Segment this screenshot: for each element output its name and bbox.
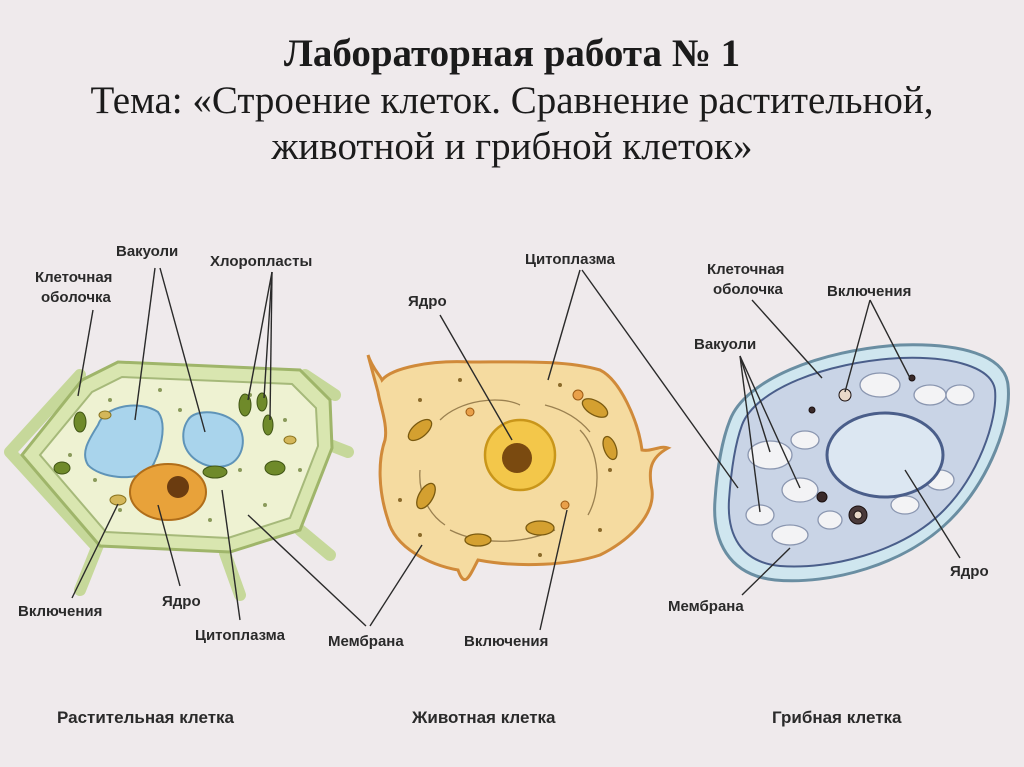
- label-plant-inclusions: Включения: [18, 603, 102, 620]
- title-topic-line1: Тема: «Строение клеток. Сравнение растит…: [90, 79, 934, 122]
- label-fungal-vacuoles: Вакуоли: [694, 336, 756, 353]
- fungal-nucleus: [825, 411, 945, 499]
- label-animal-inclusions: Включения: [464, 633, 548, 650]
- plant-nucleolus: [167, 476, 189, 498]
- lead-animal-membrane: [369, 544, 423, 627]
- lead-animal-nucleus: [439, 314, 513, 441]
- animal-nucleolus: [502, 443, 532, 473]
- plant-vacuole-right: [182, 411, 244, 468]
- animal-cell: [366, 354, 672, 582]
- label-fungal-wall-2: оболочка: [713, 281, 784, 298]
- title-main: Лабораторная работа № 1: [283, 32, 741, 75]
- lead-fungal-vacuole-1: [739, 355, 771, 453]
- label-animal-membrane: Мембрана: [328, 633, 404, 650]
- label-plant-wall-1: Клеточная: [35, 269, 112, 286]
- lead-animal-inclusions: [539, 509, 568, 631]
- plant-inclusions: [98, 410, 297, 506]
- plant-cytoplasm-granules: [68, 388, 302, 522]
- label-fungal-nucleus: Ядро: [950, 563, 989, 580]
- animal-mitochondria: [407, 398, 618, 547]
- lead-plant-wall: [77, 309, 94, 397]
- animal-inclusions: [465, 389, 584, 510]
- fungal-inclusions: [808, 374, 916, 525]
- fungal-vacuoles: [745, 372, 975, 546]
- lead-fungal-membrane: [741, 547, 791, 596]
- lead-fungal-inclusions-1: [844, 299, 871, 393]
- label-plant-wall-2: оболочка: [41, 289, 112, 306]
- title-topic-line2: животной и грибной клеток»: [271, 125, 753, 168]
- leader-lines: [71, 267, 961, 631]
- caption-plant-cell: Растительная клетка: [57, 708, 235, 727]
- caption-animal-cell: Животная клетка: [411, 708, 556, 727]
- label-animal-cytoplasm: Цитоплазма: [525, 251, 616, 268]
- title-block: Лабораторная работа № 1 Тема: «Строение …: [0, 30, 1024, 170]
- lead-plant-vacuole-1: [134, 267, 156, 421]
- lead-fungal-nucleus: [904, 469, 961, 559]
- label-fungal-inclusions: Включения: [827, 283, 911, 300]
- label-fungal-wall-1: Клеточная: [707, 261, 784, 278]
- lead-plant-nucleus: [157, 504, 181, 587]
- lead-fungal-wall: [751, 299, 823, 379]
- label-plant-vacuoles: Вакуоли: [116, 243, 178, 260]
- lead-plant-cytoplasm: [221, 489, 241, 621]
- lead-fungal-inclusions-2: [869, 299, 911, 379]
- label-plant-nucleus: Ядро: [162, 593, 201, 610]
- lead-plant-membrane: [247, 514, 367, 627]
- lead-plant-chloroplast-2: [263, 271, 273, 399]
- label-plant-cytoplasm: Цитоплазма: [195, 627, 286, 644]
- lead-animal-cytoplasm: [547, 269, 581, 381]
- lead-plant-vacuole-2: [159, 267, 206, 433]
- lead-plant-chloroplast-1: [247, 271, 273, 401]
- lead-fungal-vacuole-2: [739, 355, 801, 489]
- fungal-cell: [713, 343, 1010, 583]
- plant-nucleus: [129, 463, 207, 521]
- label-fungal-membrane: Мембрана: [668, 598, 744, 615]
- animal-cytoplasm-granules: [398, 378, 612, 557]
- lead-animal-cytoplasm-to-fungal: [581, 269, 739, 489]
- label-plant-chloroplasts: Хлоропласты: [210, 253, 312, 270]
- label-animal-nucleus: Ядро: [408, 293, 447, 310]
- lead-fungal-vacuole-3: [739, 355, 761, 513]
- caption-fungal-cell: Грибная клетка: [772, 708, 902, 727]
- lead-plant-inclusions: [71, 503, 119, 599]
- plant-neighbor-walls: [4, 369, 354, 601]
- plant-cell: [4, 360, 354, 601]
- lead-plant-chloroplast-3: [269, 271, 273, 421]
